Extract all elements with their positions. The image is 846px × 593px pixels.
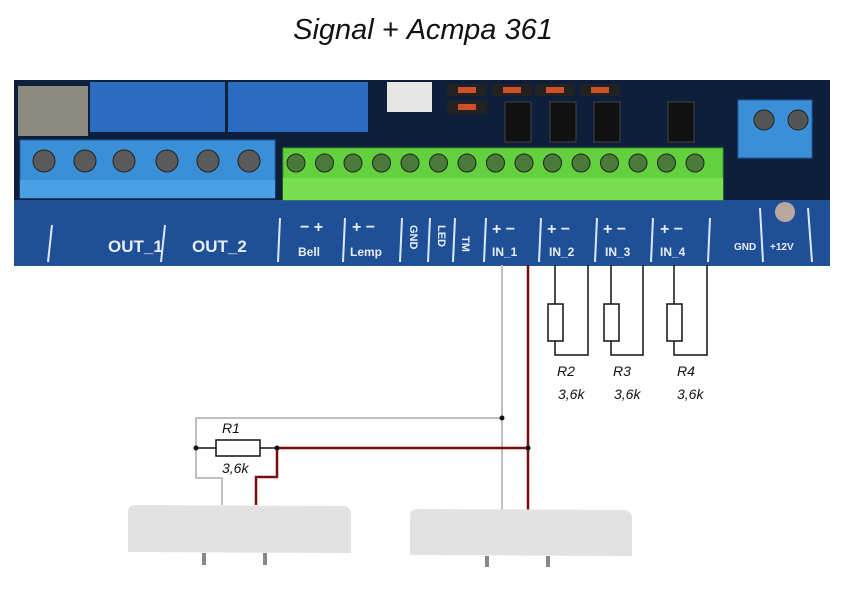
- mounting-hole: [775, 202, 795, 222]
- terminal-screw: [32, 149, 56, 173]
- label-power-12v: +12V: [770, 242, 794, 253]
- sensor-1-pin: [202, 553, 206, 565]
- r1-name: R1: [222, 420, 240, 436]
- terminal-screw: [112, 149, 136, 173]
- sensor-2-pin: [546, 556, 550, 567]
- label-in2-polarity: + −: [547, 221, 570, 238]
- power-terminal-block: [737, 99, 813, 222]
- gray-wire-loop: [195, 417, 502, 505]
- r2-value: 3,6k: [558, 386, 585, 402]
- smd-components: [447, 84, 695, 143]
- label-in1: IN_1: [492, 245, 518, 259]
- r2-body: [547, 303, 564, 342]
- terminal-screw: [237, 149, 261, 173]
- terminal-screw: [657, 153, 676, 173]
- green-terminal-block: [282, 147, 724, 201]
- in1-wiring: [193, 265, 531, 512]
- r4-name: R4: [677, 363, 695, 379]
- label-lemp: Lemp: [350, 245, 382, 259]
- label-in3-polarity: + −: [603, 221, 626, 238]
- red-wire-loop: [254, 446, 528, 505]
- label-gnd: GND: [407, 225, 419, 250]
- label-tm: TM: [459, 236, 471, 252]
- terminal-screw: [600, 153, 619, 173]
- r4-body: [666, 303, 683, 342]
- r2-name: R2: [557, 363, 575, 379]
- r3-name: R3: [613, 363, 631, 379]
- jumper-block: [387, 82, 432, 112]
- terminal-screw: [286, 153, 306, 173]
- terminal-screw: [514, 153, 534, 173]
- terminal-screw: [628, 153, 648, 173]
- label-in1-polarity: + −: [492, 221, 515, 238]
- label-in4: IN_4: [660, 245, 686, 259]
- in-resistor-loops: [547, 265, 708, 356]
- out-terminal-screws: [32, 149, 261, 173]
- label-bell-polarity: − +: [300, 219, 323, 236]
- label-bell: Bell: [298, 245, 320, 259]
- label-in3: IN_3: [605, 245, 631, 259]
- sensor-1: [128, 505, 351, 565]
- sensor-2-body: [410, 509, 632, 556]
- label-in2: IN_2: [549, 245, 575, 259]
- label-led: LED: [435, 225, 447, 247]
- terminal-screw: [400, 153, 420, 173]
- pcb-label-strip: [14, 200, 830, 266]
- label-in4-polarity: + −: [660, 221, 683, 238]
- terminal-screw: [543, 153, 562, 173]
- r3-body: [603, 303, 620, 342]
- relay-1: [90, 82, 225, 132]
- label-lemp-polarity: + −: [352, 219, 375, 236]
- pcb-labels: OUT_1 OUT_2 − + Bell + − Lemp GND LED TM…: [108, 219, 794, 259]
- terminal-screw: [196, 149, 220, 173]
- terminal-screw: [429, 153, 448, 173]
- terminal-screw: [571, 153, 591, 173]
- terminal-screw: [155, 149, 179, 173]
- terminal-screw: [372, 153, 391, 173]
- sensor-1-body: [128, 505, 351, 553]
- terminal-screw: [457, 153, 477, 173]
- terminal-screw: [315, 153, 334, 173]
- metal-component: [18, 86, 88, 136]
- terminal-screw: [343, 153, 363, 173]
- pcb-board: OUT_1 OUT_2 − + Bell + − Lemp GND LED TM…: [14, 80, 830, 266]
- r4-value: 3,6k: [677, 386, 704, 402]
- terminal-screw: [486, 153, 505, 173]
- r3-value: 3,6k: [614, 386, 641, 402]
- r1-value: 3,6k: [222, 460, 249, 476]
- terminal-screw: [685, 153, 705, 173]
- diagram-title: Signal + Астра 361: [293, 14, 553, 46]
- terminal-screw: [73, 149, 97, 173]
- green-terminal-screws: [286, 153, 705, 173]
- r1-body: [215, 439, 261, 457]
- relay-2: [228, 82, 368, 132]
- sensor-2-pin: [485, 556, 489, 567]
- sensor-2: [410, 509, 632, 567]
- sensor-1-pin: [263, 553, 267, 565]
- label-dividers: [47, 207, 813, 263]
- label-out-2: OUT_2: [192, 237, 247, 256]
- out-terminal-block: [19, 139, 276, 199]
- label-power-gnd: GND: [734, 242, 756, 253]
- label-out-1: OUT_1: [108, 237, 163, 256]
